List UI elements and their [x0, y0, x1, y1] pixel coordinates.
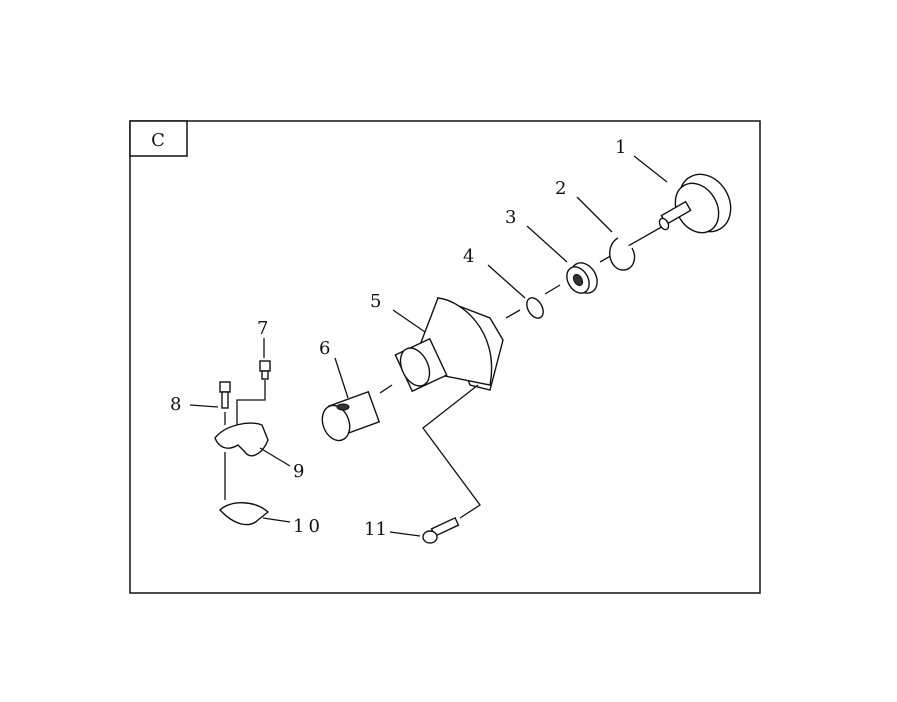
diagram-frame	[129, 120, 761, 594]
section-label: C	[151, 130, 165, 151]
leader-line	[576, 196, 613, 233]
part-bearing	[566, 262, 598, 294]
callout-11: 11	[364, 519, 387, 540]
leader-line	[262, 517, 291, 523]
axis-line	[379, 384, 393, 394]
leader-line	[334, 357, 349, 399]
callout-9: 9	[293, 461, 304, 482]
part-circlip	[609, 237, 636, 271]
callout-7: 7	[257, 318, 268, 339]
part-clutch-housing	[394, 296, 504, 393]
leader-line	[392, 309, 426, 333]
callout-5: 5	[370, 291, 381, 312]
part-screw-7	[259, 360, 271, 380]
leader-line	[389, 531, 421, 537]
callout-10: 10	[293, 516, 324, 537]
leader-line	[189, 404, 219, 408]
part-screw-8	[219, 381, 231, 409]
leader-line	[487, 264, 526, 299]
leader-line	[422, 384, 481, 519]
leader-line	[259, 447, 291, 467]
callout-6: 6	[319, 338, 330, 359]
section-box	[129, 120, 188, 157]
part-bolt	[422, 516, 460, 544]
callout-3: 3	[505, 207, 516, 228]
callout-4: 4	[463, 246, 474, 267]
axis-line	[544, 284, 561, 295]
callout-2: 2	[555, 178, 566, 199]
callout-1: 1	[615, 137, 626, 158]
leader-line	[526, 225, 568, 263]
part-sleeve	[321, 390, 381, 442]
leader-line	[236, 380, 266, 425]
part-clamp-upper	[214, 422, 269, 457]
callout-8: 8	[170, 394, 181, 415]
part-clamp-lower	[219, 502, 270, 526]
part-washer	[526, 297, 544, 319]
part-clutch-drum	[658, 173, 732, 234]
leader-line	[633, 155, 668, 183]
axis-line	[505, 309, 521, 319]
